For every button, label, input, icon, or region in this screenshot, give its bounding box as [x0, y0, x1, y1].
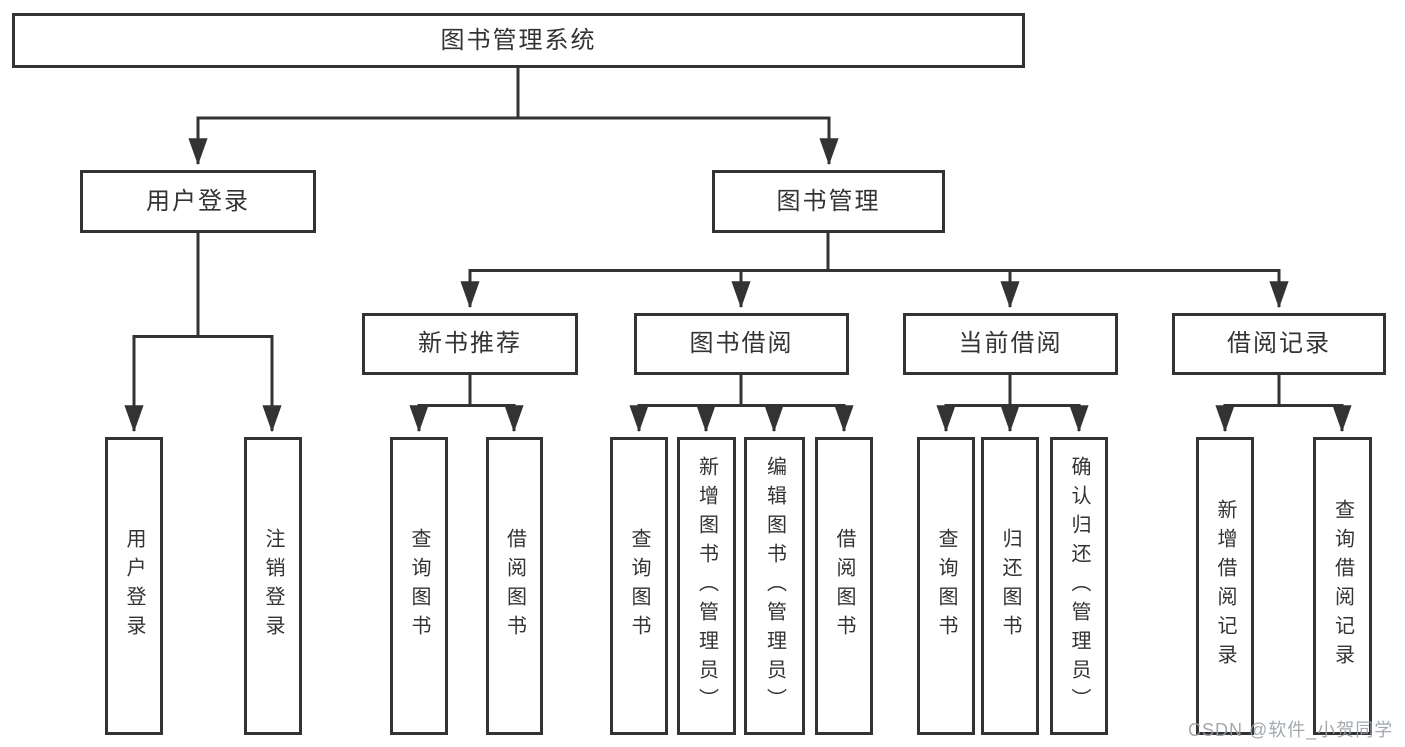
node-book-management: 图书管理	[712, 170, 945, 233]
leaf-bb-add-books-admin: 新增图书（管理员）	[677, 437, 736, 735]
leaf-br-query-record: 查询借阅记录	[1313, 437, 1372, 735]
node-book-borrowing-label: 图书借阅	[689, 330, 794, 357]
node-new-book-recommendation: 新书推荐	[362, 313, 578, 375]
leaf-br-query-record-label: 查询借阅记录	[1331, 499, 1354, 673]
leaf-rec-query-books-label: 查询图书	[408, 528, 430, 644]
node-root: 图书管理系统	[12, 13, 1025, 68]
node-borrowing-records-label: 借阅记录	[1227, 330, 1331, 357]
leaf-bb-query-books-label: 查询图书	[628, 528, 650, 644]
leaf-user-login-label: 用户登录	[123, 528, 145, 644]
leaf-cb-query-books: 查询图书	[917, 437, 975, 735]
leaf-logout-label: 注销登录	[262, 528, 284, 644]
leaf-cb-return-books-label: 归还图书	[999, 528, 1021, 644]
leaf-bb-query-books: 查询图书	[610, 437, 668, 735]
leaf-bb-edit-books-admin-label: 编辑图书（管理员）	[763, 455, 786, 717]
leaf-cb-return-books: 归还图书	[981, 437, 1039, 735]
node-new-book-recommendation-label: 新书推荐	[418, 330, 522, 357]
leaf-rec-borrow-books: 借阅图书	[486, 437, 543, 735]
node-user-login-label: 用户登录	[146, 187, 250, 215]
node-borrowing-records: 借阅记录	[1172, 313, 1386, 375]
leaf-bb-borrow-books: 借阅图书	[815, 437, 873, 735]
leaf-br-add-record-label: 新增借阅记录	[1214, 499, 1236, 673]
leaf-cb-confirm-return-admin: 确认归还（管理员）	[1050, 437, 1108, 735]
node-user-login: 用户登录	[80, 170, 316, 233]
node-book-borrowing: 图书借阅	[634, 313, 849, 375]
leaf-logout: 注销登录	[244, 437, 302, 735]
node-current-borrowing: 当前借阅	[903, 313, 1118, 375]
leaf-rec-query-books: 查询图书	[390, 437, 448, 735]
leaf-bb-edit-books-admin: 编辑图书（管理员）	[744, 437, 805, 735]
node-root-label: 图书管理系统	[440, 26, 597, 54]
node-current-borrowing-label: 当前借阅	[958, 330, 1063, 357]
leaf-rec-borrow-books-label: 借阅图书	[503, 528, 526, 644]
leaf-bb-add-books-admin-label: 新增图书（管理员）	[695, 455, 718, 717]
leaf-bb-borrow-books-label: 借阅图书	[833, 528, 855, 644]
node-book-management-label: 图书管理	[776, 187, 881, 215]
leaf-user-login: 用户登录	[105, 437, 163, 735]
csdn-watermark: CSDN @软件_小贺同学	[1188, 720, 1394, 740]
leaf-br-add-record: 新增借阅记录	[1196, 437, 1254, 735]
leaf-cb-confirm-return-admin-label: 确认归还（管理员）	[1068, 455, 1090, 717]
leaf-cb-query-books-label: 查询图书	[935, 528, 957, 644]
